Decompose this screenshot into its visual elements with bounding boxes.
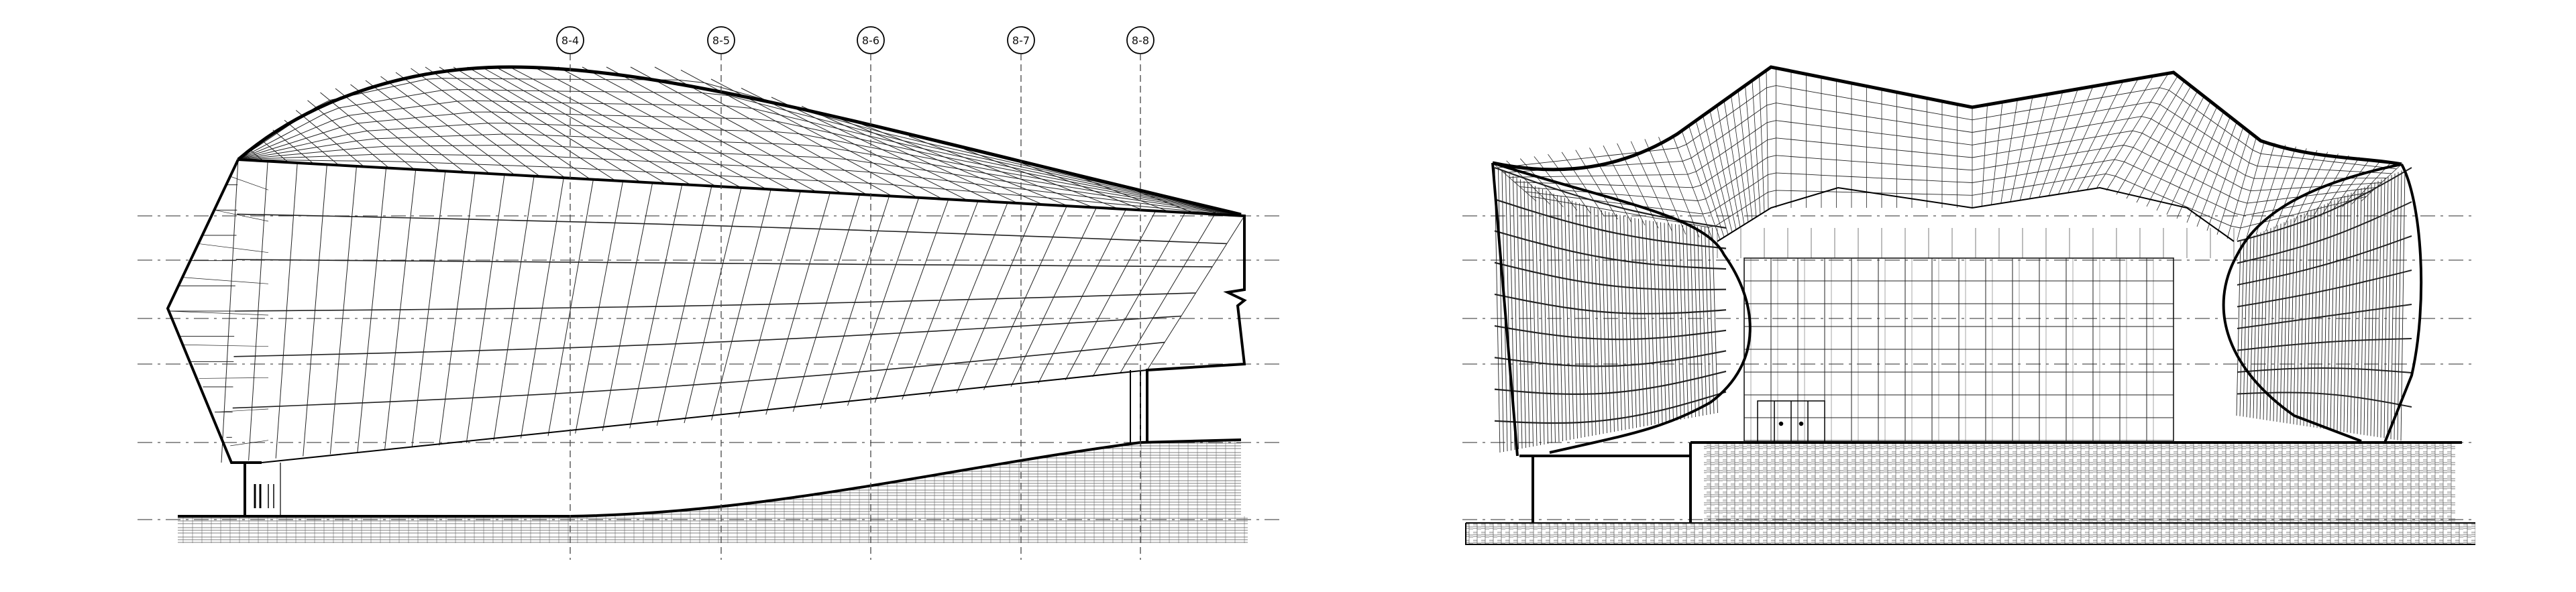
side-elevation: 8-4 8-5 8-6 8-7 8-8: [166, 26, 1248, 560]
front-inner-roof-edge: [1717, 186, 2235, 242]
front-curtain-wall: [1717, 228, 2235, 443]
front-podium-hatch: [1704, 442, 2455, 523]
front-roof-outline: [1492, 65, 2402, 172]
side-building-outline: [166, 158, 1247, 464]
grid-marker-label: 8-8: [1132, 34, 1149, 47]
grid-marker-5: 8-5: [707, 26, 735, 560]
front-roof-grid: [1492, 68, 2402, 241]
front-ground-hatch: [1466, 523, 2475, 544]
front-right-wing-outline: [2222, 163, 2423, 443]
front-entrance-doors: [1757, 400, 1825, 443]
front-left-fins: [1494, 166, 1727, 453]
grid-marker-6: 8-6: [857, 26, 885, 560]
front-ground-line: [1465, 522, 2475, 545]
side-slope-hatch: [570, 440, 1241, 516]
front-podium-outline: [1519, 441, 2462, 523]
front-right-fins: [2236, 167, 2412, 441]
grid-marker-8: 8-8: [1126, 26, 1155, 560]
side-facade-grid: [167, 159, 1245, 463]
grid-marker-label: 8-5: [712, 34, 730, 47]
grid-marker-label: 8-4: [561, 34, 579, 47]
front-elevation: [1465, 65, 2475, 545]
grid-marker-label: 8-7: [1012, 34, 1030, 47]
side-roof-grid: [237, 66, 1245, 217]
side-roof-outline: [237, 65, 1242, 217]
side-ground-line: [178, 438, 1242, 518]
grid-markers: 8-4 8-5 8-6 8-7 8-8: [556, 26, 1155, 560]
side-ground-hatch: [178, 516, 1248, 543]
grid-marker-4: 8-4: [556, 26, 584, 560]
grid-marker-7: 8-7: [1007, 26, 1035, 560]
side-entry-detail: [244, 463, 281, 516]
grid-marker-label: 8-6: [862, 34, 879, 47]
front-left-wing-outline: [1491, 162, 1752, 457]
